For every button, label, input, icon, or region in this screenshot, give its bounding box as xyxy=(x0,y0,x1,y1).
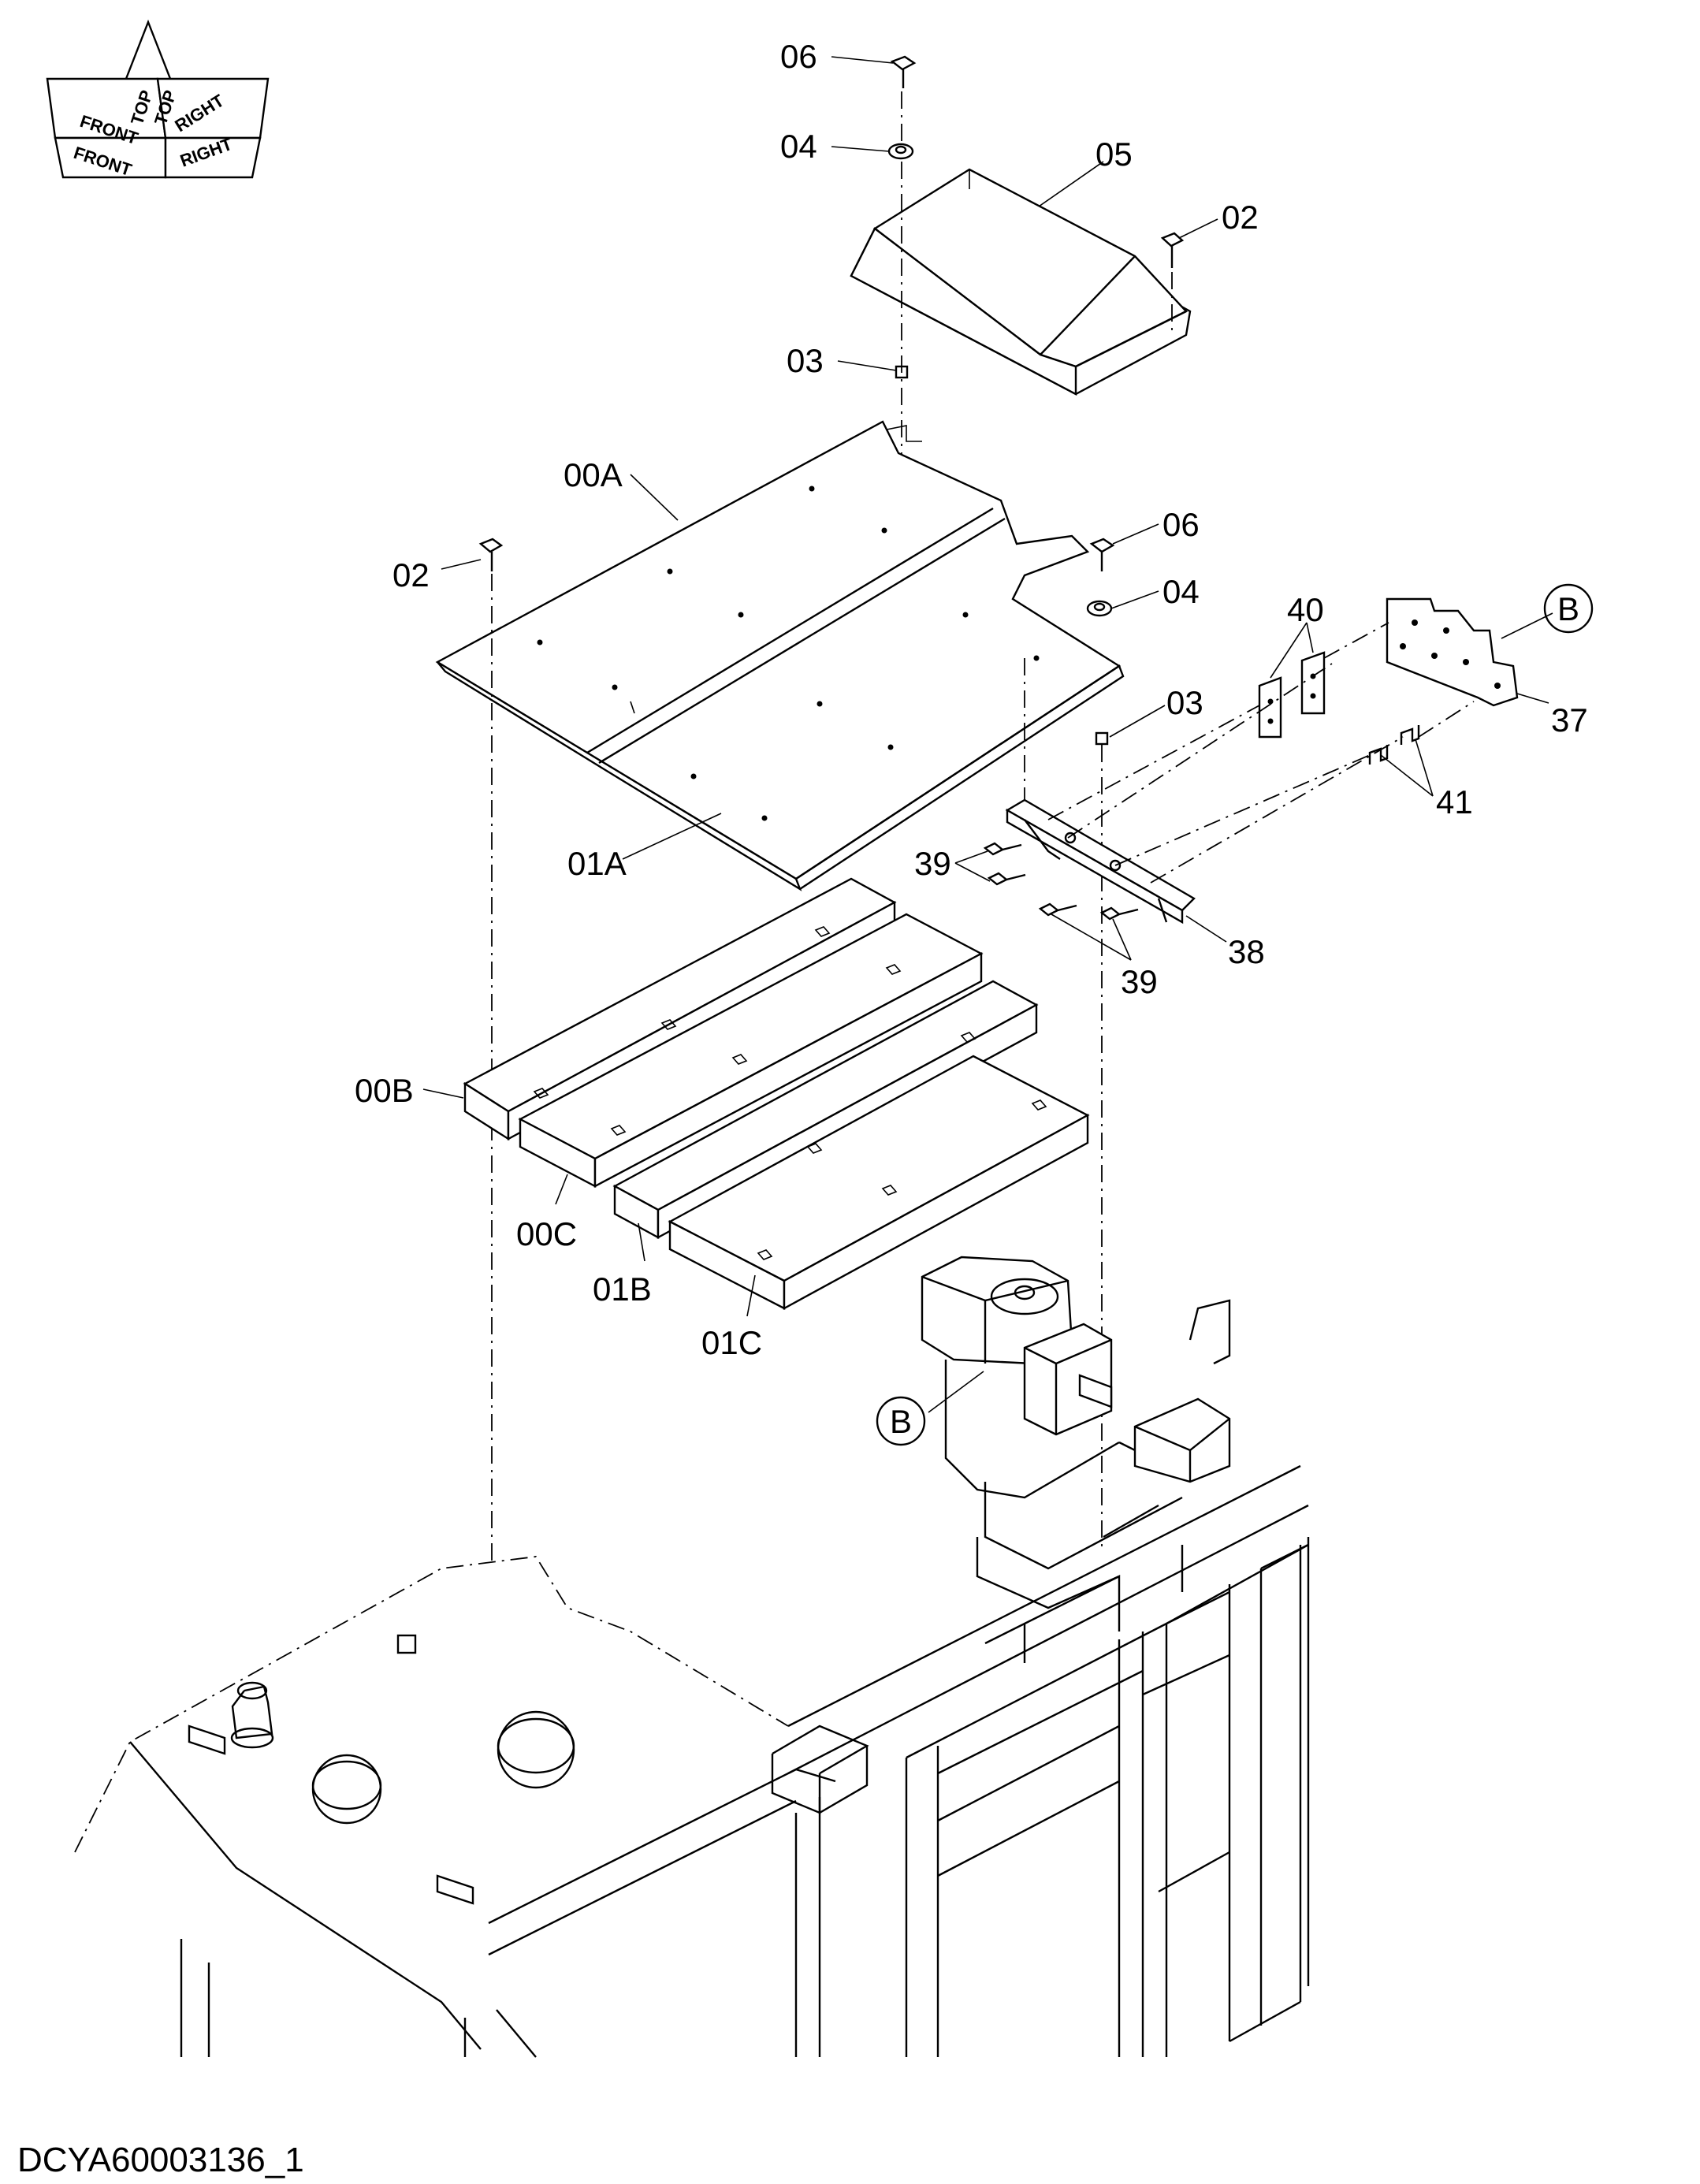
callout-02-left: 02 xyxy=(392,556,430,593)
callout-40: 40 xyxy=(1287,591,1324,628)
part-39-bolt-c xyxy=(1038,902,1077,917)
part-40-plates xyxy=(1258,651,1326,739)
callout-39-lower: 39 xyxy=(1121,963,1158,1000)
part-03-nut-mid xyxy=(1095,731,1109,746)
callout-00C: 00C xyxy=(516,1215,577,1252)
callout-03-mid: 03 xyxy=(1166,684,1203,721)
part-01C-mat xyxy=(668,1055,1090,1311)
callout-00B: 00B xyxy=(355,1072,414,1109)
callout-01A: 01A xyxy=(567,845,627,882)
callout-39-upper: 39 xyxy=(914,845,951,882)
callout-38: 38 xyxy=(1228,933,1265,970)
callout-labels: 06 04 05 02 03 00A 02 06 04 40 B 37 03 4… xyxy=(355,38,1594,1446)
part-00C-mat xyxy=(518,913,984,1188)
callout-03-top: 03 xyxy=(787,342,824,379)
valve-assembly xyxy=(921,1256,1231,1609)
part-02-bolt-left xyxy=(478,538,504,571)
part-37-bracket xyxy=(1386,597,1519,707)
callout-B-upper-label: B xyxy=(1557,590,1579,627)
part-06-bolt-top xyxy=(890,55,917,88)
callout-05: 05 xyxy=(1096,136,1133,173)
machine-frame xyxy=(74,1464,1310,2058)
part-04-washer-mid xyxy=(1086,600,1113,617)
part-02-bolt-right xyxy=(1160,232,1185,268)
callout-02-right: 02 xyxy=(1222,199,1259,236)
callout-06-top: 06 xyxy=(780,38,817,75)
callout-01C: 01C xyxy=(701,1324,762,1361)
callout-04-mid: 04 xyxy=(1162,573,1200,610)
part-05-cover xyxy=(850,168,1192,396)
leader-lines xyxy=(422,56,1553,1413)
orientation-indicator: FRONT FRONT TOP TOP RIGHT RIGHT xyxy=(46,19,270,180)
callout-04-top: 04 xyxy=(780,128,817,165)
part-39-bolt-d xyxy=(1099,906,1139,921)
part-06-bolt-mid xyxy=(1089,538,1115,571)
callout-01B: 01B xyxy=(593,1271,652,1308)
part-38-bracket xyxy=(1005,798,1196,925)
callout-B-lower: B xyxy=(876,1396,926,1446)
part-39-bolt-b xyxy=(987,872,1026,886)
callout-37: 37 xyxy=(1551,701,1588,739)
callout-41: 41 xyxy=(1436,783,1473,820)
part-00A-01A-floor-panel xyxy=(435,420,1125,891)
callout-06-mid: 06 xyxy=(1162,506,1200,543)
diagram-title: DCYA60003136_1 xyxy=(17,2141,304,2179)
callout-B-upper: B xyxy=(1543,583,1594,634)
callout-00A: 00A xyxy=(564,456,623,493)
part-04-washer-top xyxy=(887,143,914,160)
part-39-bolt-a xyxy=(983,842,1022,856)
callout-B-lower-label: B xyxy=(890,1403,912,1440)
part-41-clips xyxy=(1368,725,1420,765)
